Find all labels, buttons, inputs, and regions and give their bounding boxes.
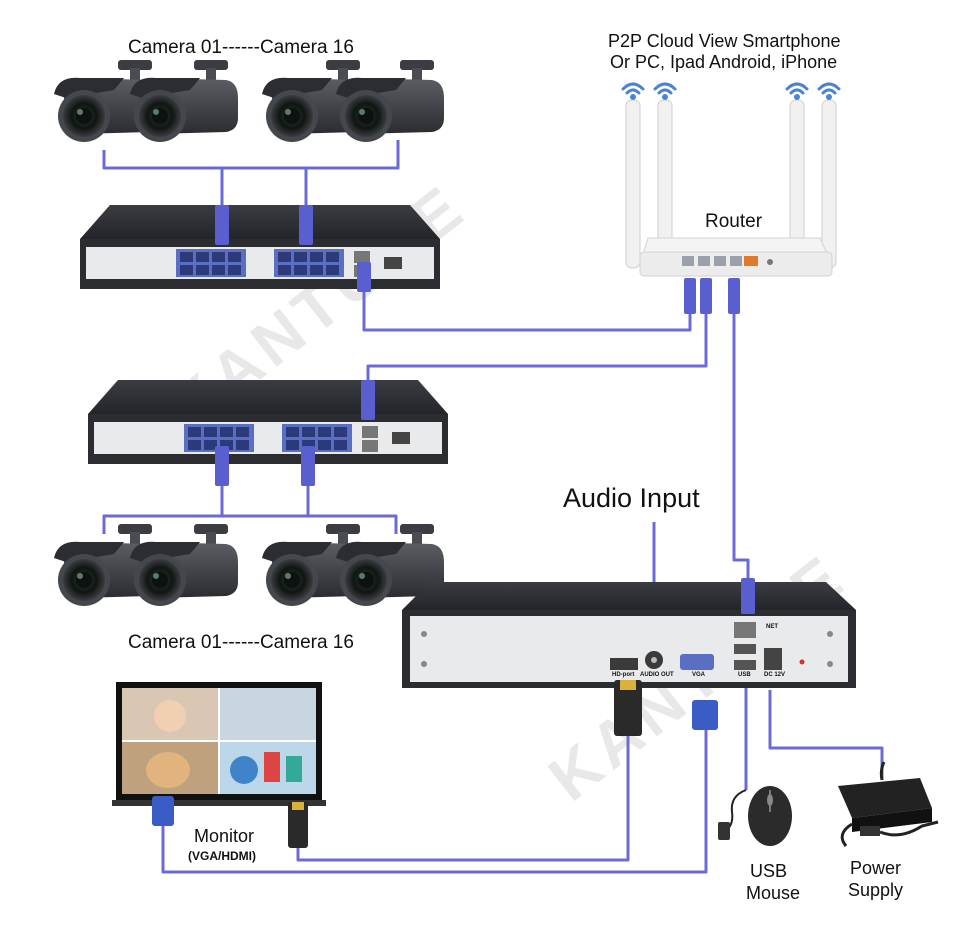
vga-plug (692, 700, 718, 730)
label-usb: USB (750, 861, 788, 881)
label-mouse: Mouse (746, 883, 801, 903)
wifi-icon (621, 82, 645, 100)
label-monitor-sub: (VGA/HDMI) (188, 849, 256, 863)
camera-bottom-2 (130, 524, 238, 606)
power-supply (838, 761, 939, 847)
label-supply: Supply (848, 880, 904, 900)
nvr-label-hdmi: HD-port (612, 672, 635, 678)
label-power: Power (850, 858, 902, 878)
nvr-recorder (402, 578, 856, 736)
label-router: Router (705, 211, 763, 232)
nvr-label-net: NET (766, 624, 778, 630)
vga-port (680, 654, 714, 670)
dc-port (764, 648, 782, 670)
hdmi-port (610, 658, 638, 670)
monitor (112, 682, 326, 848)
camera-top-2 (130, 60, 238, 142)
usb-mouse (718, 786, 792, 846)
nvr-label-vga: VGA (692, 672, 706, 678)
camera-group-top (54, 60, 444, 142)
nvr-label-usb: USB (738, 672, 751, 678)
net-port (734, 622, 756, 638)
nvr-label-dc: DC 12V (764, 672, 786, 678)
wifi-icon (785, 82, 809, 100)
label-audio-input: Audio Input (563, 483, 700, 513)
wifi-icon (817, 82, 841, 100)
camera-top-4 (336, 60, 444, 142)
label-cameras-bottom: Camera 01------Camera 16 (128, 632, 354, 653)
label-cloud-line1: P2P Cloud View Smartphone (608, 31, 841, 51)
label-monitor: Monitor (194, 826, 255, 846)
usb-port (734, 644, 756, 654)
wifi-icons (621, 82, 841, 100)
poe-switch-bottom (88, 380, 448, 464)
poe-switch-top (80, 205, 440, 289)
wifi-icon (653, 82, 677, 100)
camera-group-bottom (54, 524, 444, 606)
label-cameras-top: Camera 01------Camera 16 (128, 37, 354, 58)
rj45-plugs-top (215, 205, 371, 292)
router (625, 99, 837, 314)
rj45-plugs-bottom (215, 380, 375, 486)
nvr-label-audio-out: AUDIO OUT (640, 672, 674, 678)
label-cloud-line2: Or PC, Ipad Android, iPhone (610, 52, 838, 72)
hdmi-plug (614, 680, 642, 736)
